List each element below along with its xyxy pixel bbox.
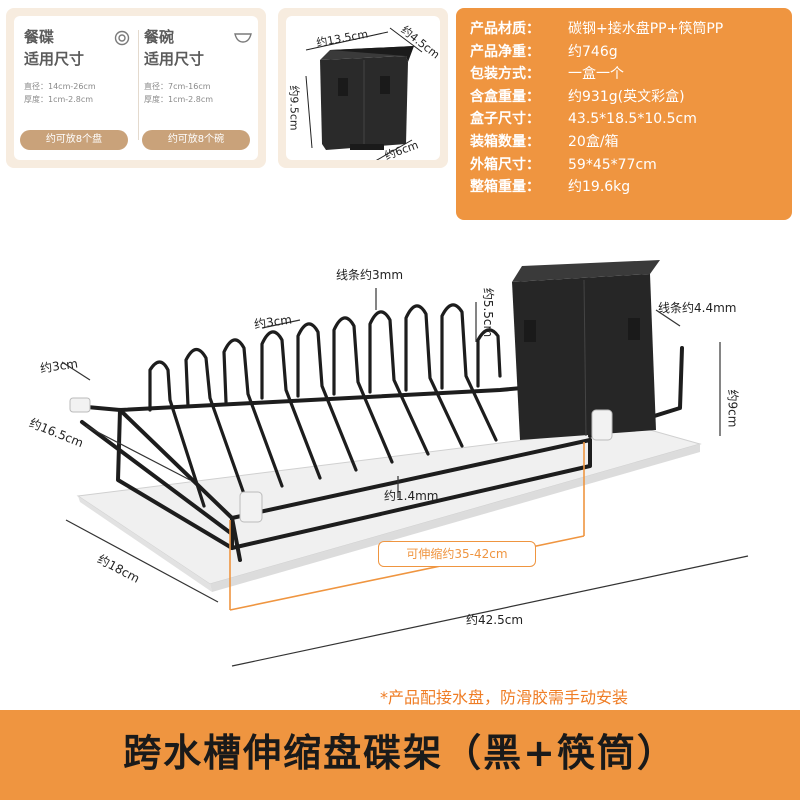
spec-row: 装箱数量： 20盒/箱	[470, 131, 792, 154]
spec-label: 含盒重量：	[470, 88, 540, 105]
dish-rack-illustration	[61, 260, 749, 667]
dish-size-panel: 餐碟 适用尺寸 直径：14cm-26cm 厚度：1cm-2.8cm 餐碗 适用尺…	[14, 16, 258, 160]
rack-length-label: 约42.5cm	[466, 613, 524, 627]
spec-row: 包装方式： 一盒一个	[470, 63, 792, 86]
bowl-capacity-badge: 约可放8个碗	[142, 130, 250, 150]
dish-size-card: 餐碟 适用尺寸 直径：14cm-26cm 厚度：1cm-2.8cm 餐碗 适用尺…	[6, 8, 266, 168]
spec-row: 含盒重量： 约931g(英文彩盒)	[470, 86, 792, 109]
spec-row: 外箱尺寸： 59*45*77cm	[470, 154, 792, 177]
spec-row: 产品材质： 碳钢+接水盘PP+筷筒PP	[470, 18, 792, 41]
thick-wire-diameter-label: 线条约4.4mm	[658, 301, 737, 315]
base-wire-label: 约1.4mm	[384, 489, 439, 503]
chopstick-holder-card: 约13.5cm 约4.5cm 约9.5cm 约6cm	[278, 8, 448, 168]
wire-diameter-label: 线条约3mm	[336, 268, 404, 282]
telescopic-range-label: 可伸缩约35-42cm	[378, 541, 536, 567]
bowl-thickness: 厚度：1cm-2.8cm	[144, 95, 214, 104]
spec-value: 59*45*77cm	[568, 156, 657, 173]
chopstick-holder	[512, 260, 660, 440]
spec-value: 约19.6kg	[568, 179, 631, 196]
spec-label: 盒子尺寸：	[470, 111, 540, 128]
rack-frame	[74, 346, 684, 562]
rack-clip-left	[239, 491, 263, 523]
spec-value: 约746g	[568, 43, 618, 60]
product-spec-card: 产品材质：碳钢+接水盘PP+筷筒PP 产品净重：约746g 包装方式：一盒一个 …	[456, 8, 792, 220]
dimension-lines	[61, 288, 749, 667]
plate-diameter: 直径：14cm-26cm	[24, 82, 96, 91]
spec-label: 产品净重：	[470, 43, 540, 60]
dish-divider	[138, 30, 139, 140]
plate-subtitle: 适用尺寸	[24, 50, 85, 68]
spec-label: 外箱尺寸：	[470, 156, 540, 173]
plate-title: 餐碟	[24, 28, 55, 46]
plate-icon	[114, 30, 130, 46]
bowl-subtitle: 适用尺寸	[144, 50, 205, 68]
spec-label: 装箱数量：	[470, 133, 540, 150]
spec-label: 包装方式：	[470, 66, 540, 83]
product-title: 跨水槽伸缩盘碟架（黑+筷筒）	[123, 731, 677, 775]
bowl-diameter: 直径：7cm-16cm	[144, 82, 211, 91]
rack-height-label: 约9cm	[725, 389, 740, 428]
bowl-icon	[234, 33, 252, 43]
spec-label: 整箱重量：	[470, 179, 540, 196]
spec-value: 43.5*18.5*10.5cm	[568, 111, 697, 128]
spec-label: 产品材质：	[470, 21, 540, 37]
plate-capacity-badge: 约可放8个盘	[20, 130, 128, 150]
plate-wires	[148, 303, 502, 508]
bowl-title: 餐碗	[144, 28, 175, 46]
spec-value: 约931g(英文彩盒)	[568, 88, 685, 105]
spec-value: 20盒/箱	[568, 133, 619, 150]
rack-foot-clip	[69, 397, 91, 413]
holder-height-label: 约9.5cm	[287, 85, 301, 131]
spec-row: 盒子尺寸： 43.5*18.5*10.5cm	[470, 108, 792, 131]
slot-height-label: 约5.5cm	[481, 287, 496, 338]
spec-row: 整箱重量： 约19.6kg	[470, 176, 792, 199]
chopstick-holder-illustration	[305, 27, 423, 160]
rack-clip-right	[591, 409, 613, 441]
spec-value: 碳钢+接水盘PP+筷筒PP	[568, 21, 724, 37]
plate-size-column: 餐碟 适用尺寸 直径：14cm-26cm 厚度：1cm-2.8cm	[24, 26, 136, 106]
footer-banner: 跨水槽伸缩盘碟架（黑+筷筒）	[0, 710, 800, 800]
installation-note: *产品配接水盘，防滑胶需手动安装	[380, 688, 629, 707]
bowl-size-column: 餐碗 适用尺寸 直径：7cm-16cm 厚度：1cm-2.8cm	[144, 26, 256, 106]
plate-thickness: 厚度：1cm-2.8cm	[24, 95, 94, 104]
spec-value: 一盒一个	[568, 66, 624, 83]
spec-row: 产品净重： 约746g	[470, 41, 792, 64]
chopstick-holder-panel: 约13.5cm 约4.5cm 约9.5cm 约6cm	[286, 16, 440, 160]
